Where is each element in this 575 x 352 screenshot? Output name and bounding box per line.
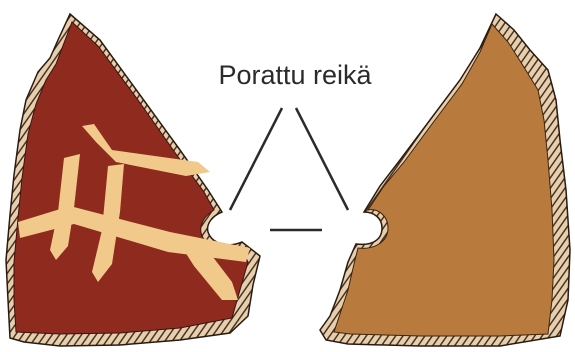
leader-lines [230,108,348,230]
leader-line-right [296,108,348,210]
drilled-hole-label: Porattu reikä [200,60,390,91]
leader-line-left [230,108,282,210]
